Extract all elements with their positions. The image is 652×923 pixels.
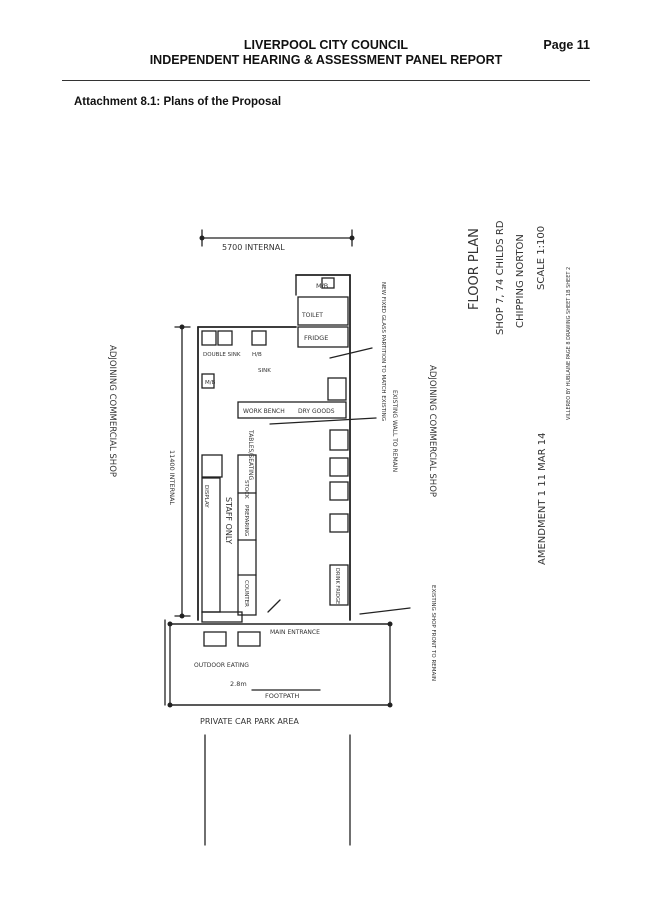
work-bench-label: WORK BENCH — [243, 408, 285, 415]
dry-goods-label: DRY GOODS — [298, 408, 335, 415]
freezer — [327, 377, 347, 401]
existing-wall-label: EXISTING WALL TO REMAIN — [391, 390, 398, 472]
main-entrance-label: MAIN ENTRANCE — [270, 629, 320, 636]
page-number: Page 11 — [543, 38, 590, 52]
fridge-box — [297, 326, 349, 348]
toilet-room — [297, 296, 349, 326]
width-label: 5700 INTERNAL — [222, 243, 285, 252]
stock-label: STOCK — [243, 480, 249, 499]
toilet-label: TOILET — [301, 312, 323, 319]
sink-label: SINK — [258, 368, 271, 374]
footpath-label: FOOTPATH — [265, 692, 299, 700]
carpark-label: PRIVATE CAR PARK AREA — [200, 717, 299, 726]
length-label: 11400 INTERNAL — [168, 450, 176, 505]
preparing-label: PREPARING — [243, 505, 249, 536]
hwb-label: H/B — [252, 352, 262, 358]
prep-bench — [237, 454, 257, 616]
adjoining-left-label: ADJOINING COMMERCIAL SHOP — [107, 345, 117, 477]
existing-shopfront-label: EXISTING SHOP FRONT TO REMAIN — [430, 585, 436, 681]
work-bench — [237, 401, 347, 419]
mb-top-label: M/B — [316, 282, 328, 290]
amendment-label: AMENDMENT 1 11 MAR 14 — [537, 433, 548, 565]
drawn-by-note: VILLEREO BY HUBLAINE PAGE 8 DRAWING SHEE… — [566, 267, 572, 420]
tables-label: TABLES/SEATING — [247, 429, 254, 481]
fixed-window-label: NEW FIXED GLASS PARTITION TO MATCH EXIST… — [380, 282, 386, 421]
drink-fridge — [329, 564, 349, 606]
report-header: LIVERPOOL CITY COUNCIL INDEPENDENT HEARI… — [0, 38, 652, 68]
double-sink-label: DOUBLE SINK — [203, 352, 241, 358]
attachment-title: Attachment 8.1: Plans of the Proposal — [74, 96, 282, 108]
counter-label: COUNTER — [243, 580, 249, 607]
floor-plan-title: FLOOR PLAN — [467, 228, 482, 310]
mb-left-label: M/B — [205, 380, 216, 386]
address-line1: SHOP 7, 74 CHILDS RD — [495, 220, 506, 335]
address-line2: CHIPPING NORTON — [515, 234, 526, 328]
council-name: LIVERPOOL CITY COUNCIL — [243, 38, 409, 52]
scale-label: SCALE 1:100 — [536, 226, 547, 290]
report-name: INDEPENDENT HEARING & ASSESSMENT PANEL R… — [149, 53, 503, 67]
fridge-label: FRIDGE — [304, 334, 328, 342]
display-label: DISPLAY — [203, 485, 209, 508]
staff-only-label: STAFF ONLY — [224, 497, 233, 544]
drink-fridge-label: DRINK FRIDGE — [334, 568, 340, 604]
header-divider — [62, 80, 590, 81]
outdoor-eating-label: OUTDOOR EATING — [194, 662, 249, 669]
adjoining-right-label: ADJOINING COMMERCIAL SHOP — [427, 365, 437, 497]
dim-28-label: 2.8m — [230, 680, 247, 688]
